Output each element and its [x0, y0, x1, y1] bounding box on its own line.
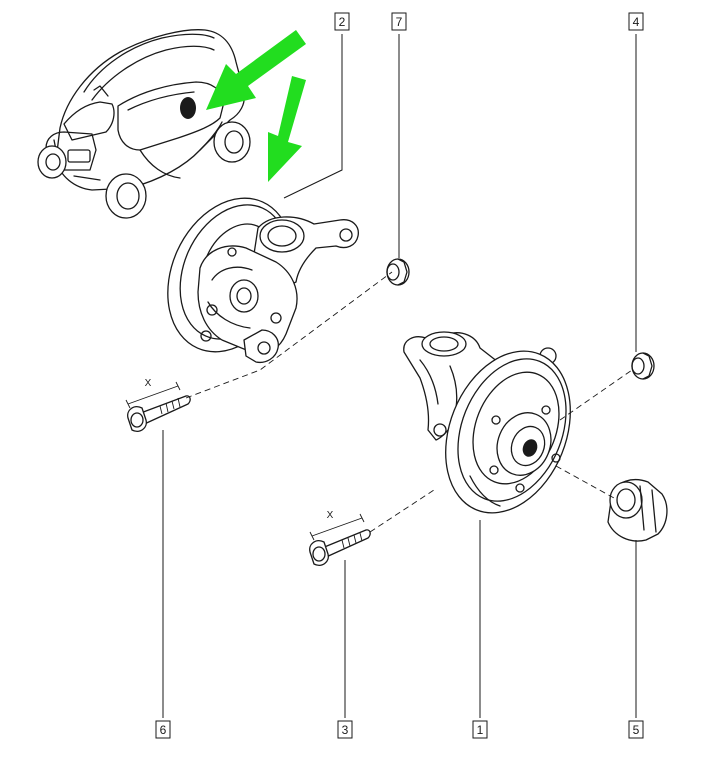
rear-wheel [213, 121, 251, 163]
svg-text:1: 1 [477, 723, 484, 737]
callout-7: 7 [391, 12, 407, 31]
assembly-axes [185, 271, 633, 533]
svg-text:5: 5 [633, 723, 640, 737]
callout-4: 4 [628, 12, 644, 31]
callout-5: 5 [628, 720, 644, 739]
bolt-3: X [309, 510, 371, 566]
nut-4 [631, 352, 655, 380]
hub-nut-5 [607, 479, 668, 542]
leader-lines [162, 34, 637, 718]
hub-carrier-assembly [167, 197, 359, 364]
dimension-label-bolt-3: X [327, 510, 334, 521]
svg-text:3: 3 [342, 723, 349, 737]
dimension-label-bolt-6: X [145, 378, 152, 389]
svg-text:2: 2 [339, 15, 346, 29]
bolt-6: X [125, 378, 191, 432]
callout-2: 2 [334, 12, 350, 31]
vehicle-illustration [37, 29, 251, 219]
nut-7 [386, 258, 410, 286]
green-arrow-vehicle-icon [206, 30, 306, 110]
green-arrow-hub-icon [268, 76, 306, 182]
svg-text:4: 4 [633, 15, 640, 29]
svg-text:6: 6 [160, 723, 167, 737]
front-wheel [105, 173, 147, 219]
brake-disc-hub-1 [403, 331, 571, 514]
front-left-wheel [37, 145, 67, 179]
svg-text:7: 7 [396, 15, 403, 29]
callout-6: 6 [155, 720, 171, 739]
callout-3: 3 [337, 720, 353, 739]
callout-1: 1 [472, 720, 488, 739]
highlight-arrows [206, 30, 306, 182]
